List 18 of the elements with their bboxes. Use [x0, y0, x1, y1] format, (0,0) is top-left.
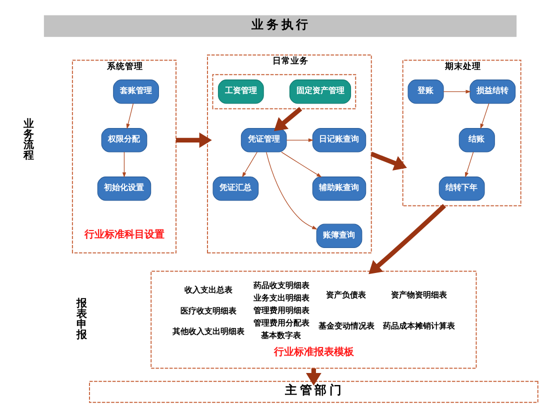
arrow [480, 103, 490, 130]
arrow [126, 103, 134, 130]
arrow [286, 138, 314, 142]
arrow [443, 90, 471, 94]
cluster [212, 74, 356, 110]
arrow [465, 152, 474, 178]
arrow [281, 152, 322, 178]
arrow [176, 132, 212, 148]
label: 报表申报 [76, 298, 86, 342]
node-box: 主 管 部 门 [89, 380, 538, 403]
label: 业务流程 [23, 118, 34, 162]
arrow [266, 152, 318, 230]
arrow [368, 204, 446, 274]
arrow [242, 152, 258, 178]
arrow [274, 106, 302, 132]
arrow [122, 152, 126, 178]
node-box: 业 务 执 行 [44, 15, 517, 37]
arrow [370, 152, 407, 171]
